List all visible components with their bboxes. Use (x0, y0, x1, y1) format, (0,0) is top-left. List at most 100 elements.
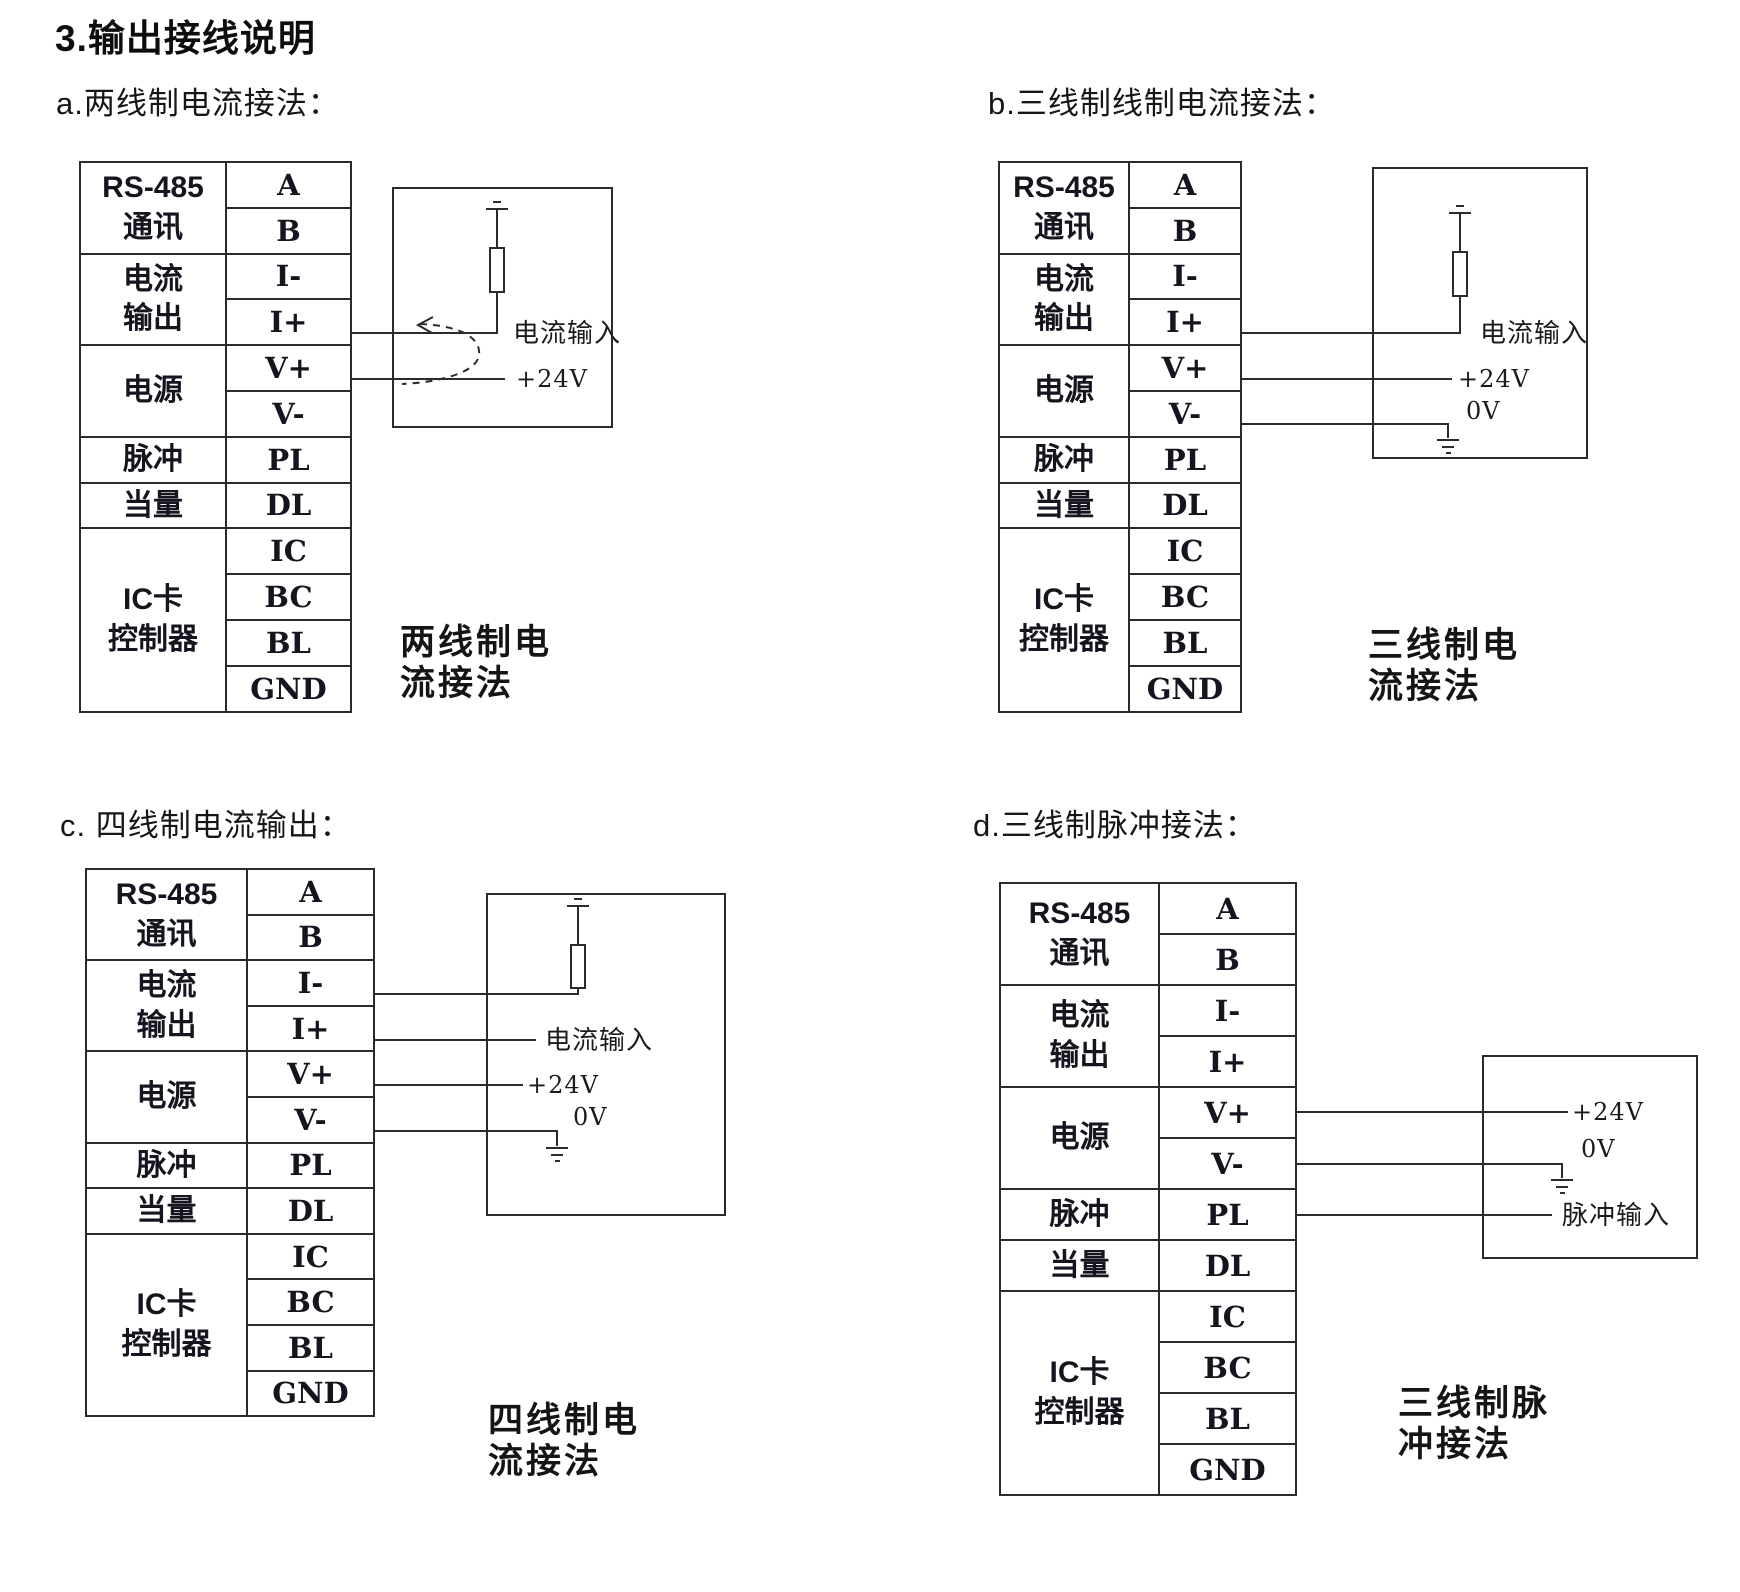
caption-c: 四线制电 流接法 (488, 1401, 641, 1481)
terminal-bc: BC (225, 573, 352, 621)
wire-v0-c (373, 1130, 558, 1146)
terminal-group-current-out: 电流 输出 (85, 959, 248, 1053)
wire-v0-b (1240, 423, 1449, 438)
resistor-icon-a (489, 247, 505, 293)
terminal-gnd: GND (1128, 664, 1242, 713)
terminal-group-ic-card: IC卡 控制器 (85, 1232, 248, 1418)
terminal-group-equivalent: 当量 (998, 481, 1130, 530)
terminal-pl: PL (1128, 435, 1242, 484)
terminal-v-minus: V- (1158, 1137, 1297, 1190)
heading-section-c: c. 四线制电流输出： (60, 808, 352, 843)
terminal-i-minus: I- (246, 959, 375, 1007)
label-24v-a: +24V (516, 365, 588, 393)
terminal-a: A (1128, 161, 1242, 209)
wire-i-minus-c (373, 988, 579, 995)
label-24v-c: +24V (527, 1071, 599, 1099)
terminal-group-equivalent: 当量 (79, 481, 227, 530)
terminal-ic: IC (225, 527, 352, 576)
ground-bottom-icon-b (1437, 439, 1459, 454)
panel-b-diagram (1240, 167, 1588, 459)
terminal-v-minus: V- (225, 389, 352, 438)
terminal-table-c: RS-485 通讯 A B 电流 输出 I- I+ 电源 V+ V- 脉冲 PL… (85, 867, 375, 1418)
terminal-group-pulse: 脉冲 (79, 435, 227, 484)
resistor-icon-b (1452, 251, 1468, 297)
arrowhead-icon (415, 316, 434, 334)
terminal-group-ic-card: IC卡 控制器 (999, 1290, 1160, 1496)
ground-top-icon-a (486, 201, 508, 248)
terminal-i-plus: I+ (1158, 1035, 1297, 1088)
terminal-bl: BL (1158, 1392, 1297, 1445)
label-0v-c: 0V (573, 1103, 608, 1131)
terminal-group-rs485: RS-485 通讯 (998, 161, 1130, 255)
terminal-i-plus: I+ (246, 1004, 375, 1053)
label-0v-d: 0V (1581, 1135, 1616, 1163)
heading-section-a: a.两线制电流接法： (56, 86, 340, 121)
terminal-v-minus: V- (246, 1095, 375, 1144)
label-current-input-b: 电流输入 (1480, 318, 1589, 348)
terminal-table-b: RS-485 通讯 A B 电流 输出 I- I+ 电源 V+ V- 脉冲 PL… (998, 161, 1242, 713)
terminal-a: A (1158, 882, 1297, 935)
wire-v0-d (1295, 1163, 1563, 1178)
terminal-bc: BC (1128, 573, 1242, 621)
terminal-group-pulse: 脉冲 (999, 1188, 1160, 1241)
terminal-i-minus: I- (1158, 984, 1297, 1037)
terminal-a: A (246, 868, 375, 916)
terminal-pl: PL (225, 435, 352, 484)
caption-b: 三线制电 流接法 (1368, 626, 1521, 706)
terminal-dl: DL (246, 1187, 375, 1235)
terminal-dl: DL (1158, 1239, 1297, 1292)
terminal-pl: PL (1158, 1188, 1297, 1241)
terminal-i-plus: I+ (225, 298, 352, 347)
caption-d: 三线制脉 冲接法 (1398, 1384, 1551, 1464)
heading-section-d: d.三线制脉冲接法： (973, 808, 1257, 843)
wire-i-plus-b (1240, 296, 1461, 334)
terminal-v-plus: V+ (1128, 344, 1242, 392)
terminal-ic: IC (246, 1232, 375, 1281)
terminal-group-equivalent: 当量 (999, 1239, 1160, 1292)
terminal-bl: BL (1128, 618, 1242, 667)
page-title: 3.输出接线说明 (55, 18, 316, 59)
terminal-dl: DL (225, 481, 352, 530)
terminal-bl: BL (225, 618, 352, 667)
terminal-group-power: 电源 (999, 1086, 1160, 1190)
terminal-group-power: 电源 (79, 344, 227, 438)
label-current-input-c: 电流输入 (545, 1025, 654, 1055)
terminal-group-power: 电源 (85, 1050, 248, 1144)
terminal-i-minus: I- (1128, 252, 1242, 301)
terminal-group-current-out: 电流 输出 (999, 984, 1160, 1088)
terminal-i-plus: I+ (1128, 298, 1242, 347)
terminal-ic: IC (1128, 527, 1242, 576)
terminal-group-rs485: RS-485 通讯 (79, 161, 227, 255)
terminal-table-a: RS-485 通讯 A B 电流 输出 I- I+ 电源 V+ V- 脉冲 PL… (79, 161, 352, 713)
terminal-group-rs485: RS-485 通讯 (999, 882, 1160, 986)
terminal-b: B (246, 913, 375, 962)
terminal-group-current-out: 电流 输出 (998, 252, 1130, 347)
terminal-v-plus: V+ (246, 1050, 375, 1098)
terminal-group-pulse: 脉冲 (998, 435, 1130, 484)
caption-a: 两线制电 流接法 (400, 623, 553, 703)
terminal-ic: IC (1158, 1290, 1297, 1343)
label-24v-b: +24V (1458, 365, 1530, 393)
terminal-group-ic-card: IC卡 控制器 (79, 527, 227, 713)
ground-bottom-icon-d (1551, 1179, 1573, 1194)
terminal-table-d: RS-485 通讯 A B 电流 输出 I- I+ 电源 V+ V- 脉冲 PL… (999, 882, 1297, 1496)
wire-i-plus-a (350, 292, 498, 334)
terminal-v-minus: V- (1128, 389, 1242, 438)
terminal-bc: BC (1158, 1341, 1297, 1394)
label-0v-b: 0V (1466, 397, 1501, 425)
ground-bottom-icon-c (546, 1147, 568, 1162)
label-current-input-a: 电流输入 (513, 318, 622, 348)
terminal-b: B (1158, 933, 1297, 986)
terminal-dl: DL (1128, 481, 1242, 530)
terminal-group-equivalent: 当量 (85, 1187, 248, 1235)
ground-top-icon-b (1449, 205, 1471, 252)
label-24v-d: +24V (1572, 1098, 1644, 1126)
terminal-group-current-out: 电流 输出 (79, 252, 227, 347)
terminal-v-plus: V+ (225, 344, 352, 392)
heading-section-b: b.三线制线制电流接法： (988, 86, 1336, 121)
terminal-v-plus: V+ (1158, 1086, 1297, 1139)
ground-top-icon-c (567, 898, 589, 945)
terminal-gnd: GND (246, 1369, 375, 1418)
terminal-b: B (225, 206, 352, 255)
terminal-group-ic-card: IC卡 控制器 (998, 527, 1130, 713)
